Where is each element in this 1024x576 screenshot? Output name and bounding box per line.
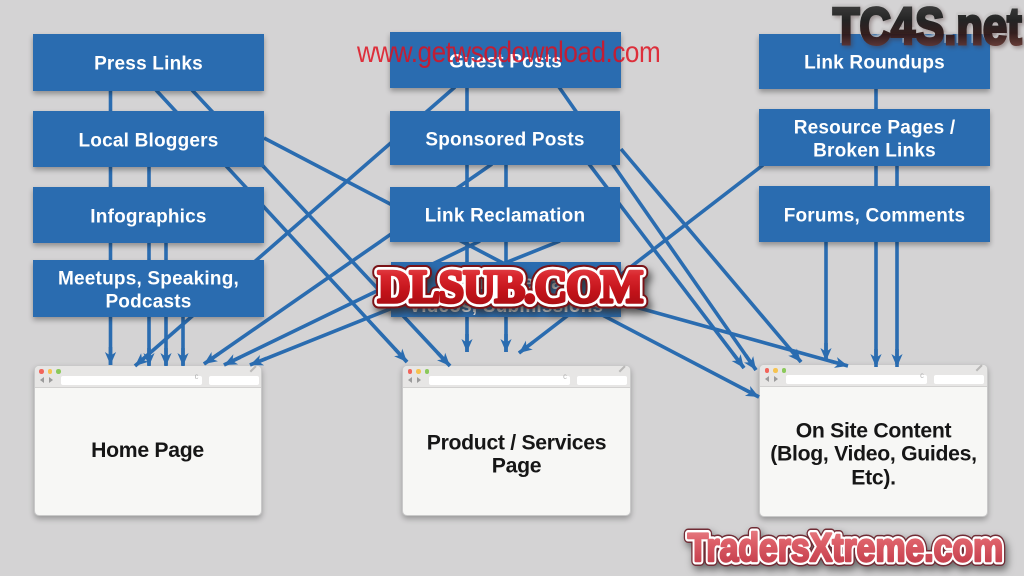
- svg-text:TC4S.net: TC4S.net: [832, 0, 1020, 53]
- svg-text:DLSUB.COM: DLSUB.COM: [378, 260, 643, 312]
- svg-text:TradersXtreme.com: TradersXtreme.com: [688, 524, 1004, 569]
- svg-text:TradersXtreme.com: TradersXtreme.com: [688, 524, 1004, 569]
- svg-text:TC4S.net: TC4S.net: [833, 0, 1022, 56]
- svg-text:DLSUB.COM: DLSUB.COM: [378, 260, 643, 312]
- svg-text:TradersXtreme.com: TradersXtreme.com: [688, 524, 1004, 569]
- svg-text:DLSUB.COM: DLSUB.COM: [378, 260, 643, 312]
